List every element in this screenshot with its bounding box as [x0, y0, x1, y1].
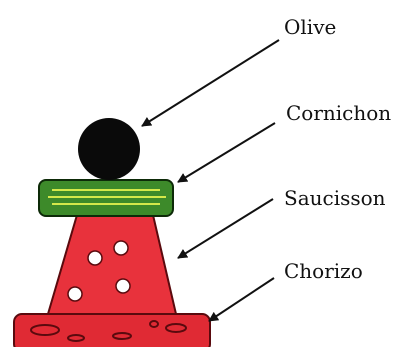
saucisson-label: Saucisson — [284, 188, 386, 208]
cornichon-arrow — [178, 123, 275, 182]
chorizo-label: Chorizo — [284, 261, 363, 281]
olive-label: Olive — [284, 17, 336, 37]
saucisson-arrow — [178, 199, 273, 258]
olive-arrow — [142, 40, 279, 126]
saucisson-shape — [48, 215, 176, 314]
olive-shape — [78, 118, 140, 180]
cornichon-label: Cornichon — [286, 103, 391, 123]
chorizo-arrow — [209, 278, 274, 321]
cornichon-shape — [39, 180, 173, 216]
chorizo-shape — [14, 314, 210, 347]
